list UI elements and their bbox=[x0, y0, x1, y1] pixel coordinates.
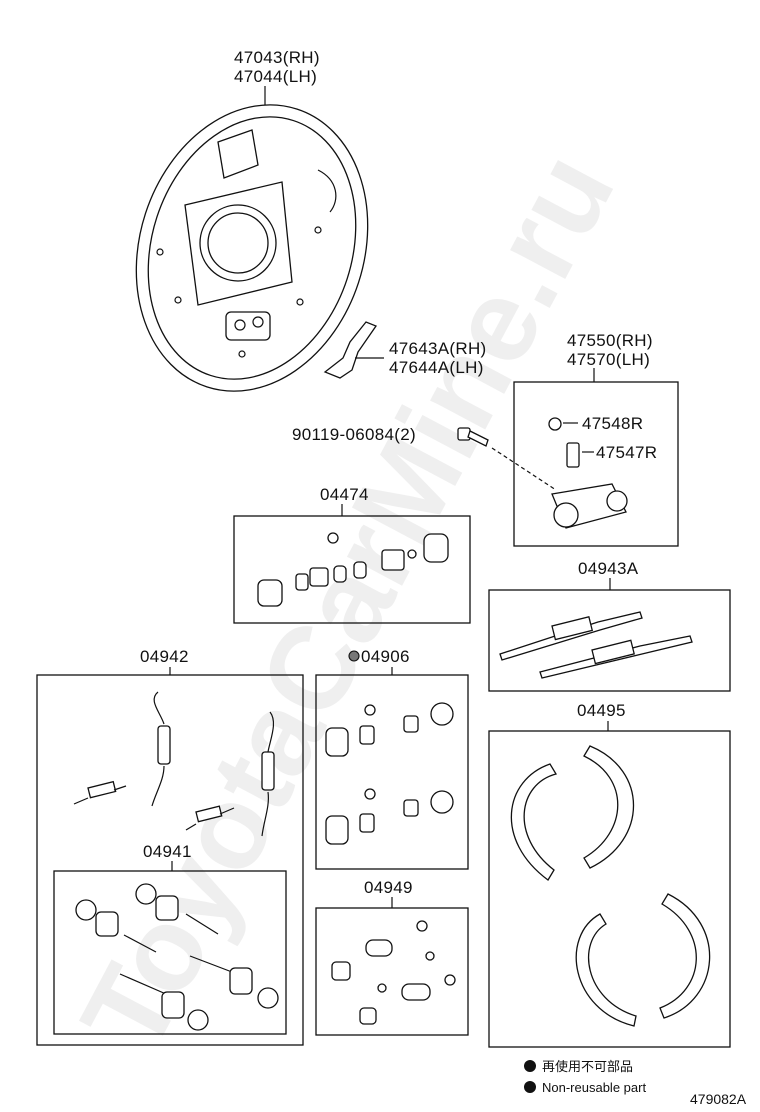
kit-04949[interactable]: 04949 bbox=[315, 878, 469, 1036]
kit-04906[interactable]: 04906 bbox=[315, 647, 469, 870]
label-wheel-cyl-rh[interactable]: 47550(RH) bbox=[567, 331, 653, 350]
label-wheel-cyl-lh[interactable]: 47570(LH) bbox=[567, 350, 650, 369]
label-backing-plate-lh[interactable]: 47044(LH) bbox=[234, 67, 317, 86]
non-reusable-dot-icon bbox=[524, 1081, 536, 1093]
label-kit-04474[interactable]: 04474 bbox=[320, 485, 369, 504]
label-kit-04942[interactable]: 04942 bbox=[140, 647, 189, 666]
kit-04941-box bbox=[53, 870, 287, 1035]
kit-04942[interactable]: 04942 bbox=[36, 647, 304, 1046]
kit-04941[interactable]: 04941 bbox=[53, 842, 287, 1035]
label-bracket-rh[interactable]: 47643A(RH) bbox=[389, 339, 487, 358]
bolt-part[interactable]: 90119-06084(2) bbox=[292, 425, 557, 491]
kit-04495-box bbox=[488, 730, 731, 1048]
legend-en: Non-reusable part bbox=[542, 1080, 646, 1095]
bracket-part[interactable]: 47643A(RH) 47644A(LH) bbox=[323, 321, 487, 379]
legend-jp: 再使用不可部品 bbox=[542, 1059, 633, 1074]
backing-plate-part[interactable]: 47043(RH) 47044(LH) bbox=[100, 48, 403, 421]
label-bleeder-cap[interactable]: 47548R bbox=[582, 414, 643, 433]
kit-04474-box bbox=[233, 515, 471, 624]
wheel-cylinder-part[interactable]: 47550(RH) 47570(LH) 47548R 47547R bbox=[513, 331, 679, 547]
label-kit-04495[interactable]: 04495 bbox=[577, 701, 626, 720]
label-backing-plate-rh[interactable]: 47043(RH) bbox=[234, 48, 320, 67]
kit-04942-box bbox=[36, 674, 304, 1046]
legend: 再使用不可部品 Non-reusable part bbox=[524, 1059, 646, 1095]
label-bleeder-plug[interactable]: 47547R bbox=[596, 443, 657, 462]
label-kit-04949[interactable]: 04949 bbox=[364, 878, 413, 897]
kit-04943a-box bbox=[488, 589, 731, 692]
label-bolt[interactable]: 90119-06084(2) bbox=[292, 425, 416, 444]
diagram-reference: 479082A bbox=[690, 1091, 747, 1107]
label-kit-04906[interactable]: 04906 bbox=[361, 647, 410, 666]
wheel-cylinder-box bbox=[513, 381, 679, 547]
non-reusable-dot-icon bbox=[348, 650, 360, 662]
kit-04474[interactable]: 04474 bbox=[233, 485, 471, 624]
label-kit-04943a[interactable]: 04943A bbox=[578, 559, 639, 578]
kit-04943a[interactable]: 04943A bbox=[488, 559, 731, 692]
kit-04495[interactable]: 04495 bbox=[488, 701, 731, 1048]
non-reusable-dot-icon bbox=[524, 1060, 536, 1072]
kit-04949-box bbox=[315, 907, 469, 1036]
label-bracket-lh[interactable]: 47644A(LH) bbox=[389, 358, 484, 377]
kit-04906-box bbox=[315, 674, 469, 870]
label-kit-04941[interactable]: 04941 bbox=[143, 842, 192, 861]
